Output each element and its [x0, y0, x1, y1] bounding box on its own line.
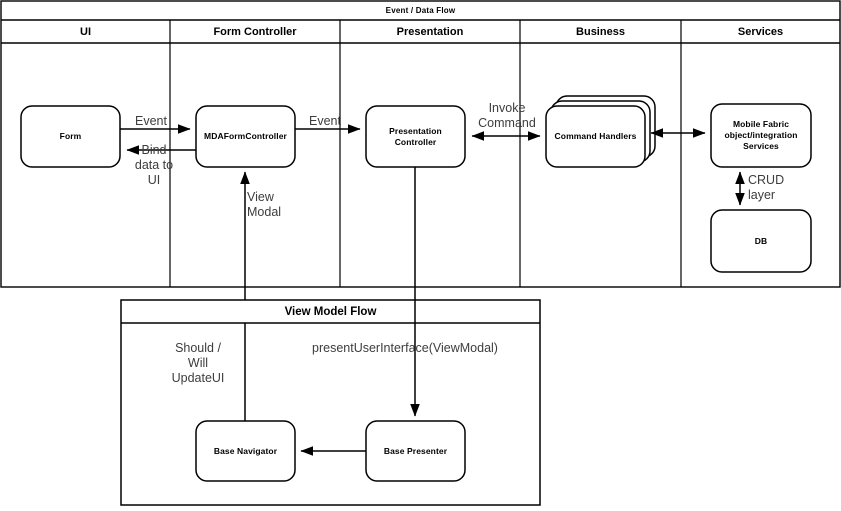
command-handlers-box-front — [545, 105, 646, 168]
lane-header-form-controller: Form Controller — [213, 25, 297, 38]
base-navigator-box — [195, 420, 296, 482]
edge-label-present-user-interface: presentUserInterface(ViewModal) — [312, 341, 498, 355]
swimlane-arrows — [120, 124, 745, 421]
edge-label-bind-data-to-ui: Bind data to UI — [134, 143, 174, 187]
edge-label-invoke-command: Invoke Command — [478, 101, 536, 130]
diagram-title: Event / Data Flow — [385, 6, 456, 15]
edge-label-view-modal: View Modal — [247, 190, 282, 219]
lane-header-ui: UI — [80, 25, 91, 38]
base-presenter-box — [365, 420, 466, 482]
lane-header-services: Services — [737, 25, 784, 38]
lane-header-presentation: Presentation — [396, 25, 464, 38]
sub-flow-node-shapes — [195, 420, 466, 482]
presentation-controller-box — [365, 105, 466, 168]
edge-label-event-controller-to-presentation: Event — [309, 114, 341, 128]
db-box — [710, 209, 812, 273]
form-box — [20, 105, 121, 168]
sub-flow-arrows — [300, 167, 420, 456]
mda-form-controller-box — [195, 105, 296, 168]
edge-label-event-form-to-controller: Event — [135, 114, 167, 128]
lane-header-business: Business — [576, 25, 625, 38]
view-model-flow-title: View Model Flow — [284, 305, 377, 318]
edge-label-should-will-update-ui: Should / Will UpdateUI — [171, 341, 225, 385]
mobile-fabric-box — [710, 103, 812, 168]
edge-label-crud-layer: CRUD layer — [748, 173, 785, 202]
view-model-flow-container — [120, 299, 541, 506]
node-shapes — [20, 95, 812, 273]
